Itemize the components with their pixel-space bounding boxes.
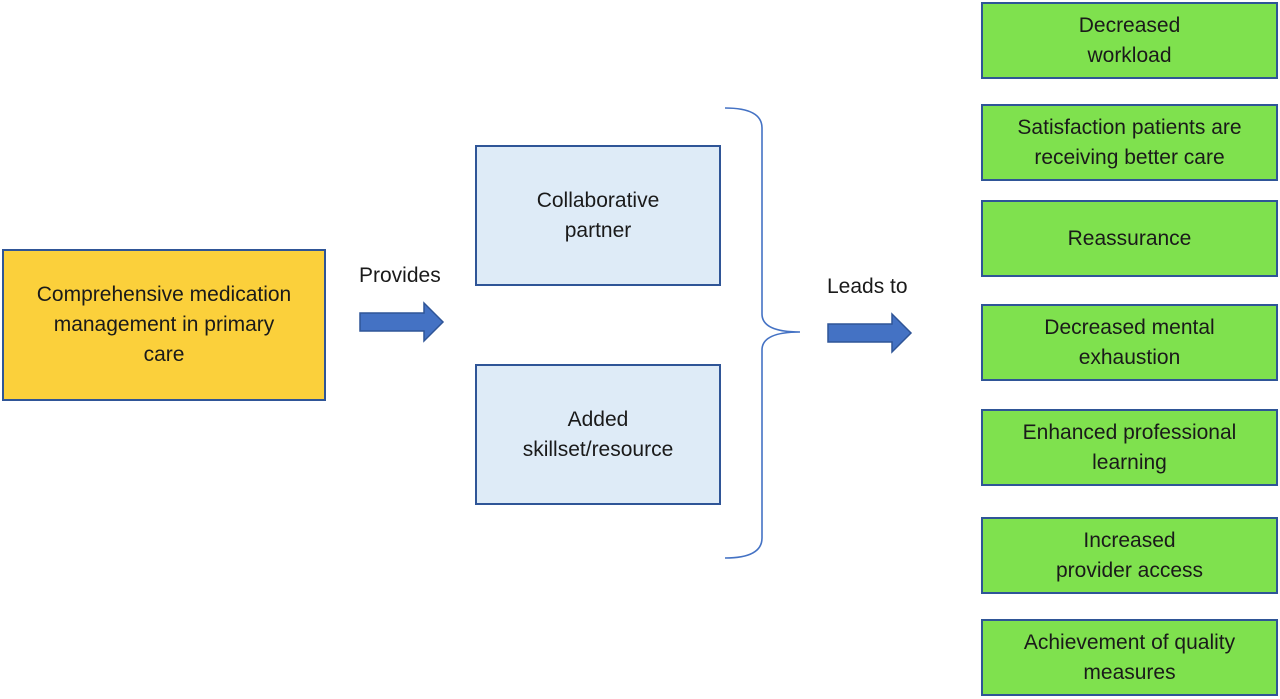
provides-label: Provides xyxy=(359,264,441,287)
outcome-box-reassurance: Reassurance xyxy=(981,200,1278,277)
added-skillset-box: Added skillset/resource xyxy=(475,364,721,505)
outcome-box-decreased-mental-exhaustion: Decreased mental exhaustion xyxy=(981,304,1278,381)
leads-to-arrow xyxy=(827,312,913,354)
outcome-box-quality-measures: Achievement of quality measures xyxy=(981,619,1278,696)
outcome-box-satisfaction: Satisfaction patients are receiving bett… xyxy=(981,104,1278,181)
curly-brace xyxy=(724,107,801,559)
outcome-box-decreased-workload: Decreased workload xyxy=(981,2,1278,79)
collaborative-partner-box: Collaborative partner xyxy=(475,145,721,286)
outcome-box-enhanced-learning: Enhanced professional learning xyxy=(981,409,1278,486)
provides-arrow xyxy=(359,301,445,343)
outcome-box-provider-access: Increased provider access xyxy=(981,517,1278,594)
leads-to-label: Leads to xyxy=(827,275,908,298)
source-box: Comprehensive medication management in p… xyxy=(2,249,326,401)
